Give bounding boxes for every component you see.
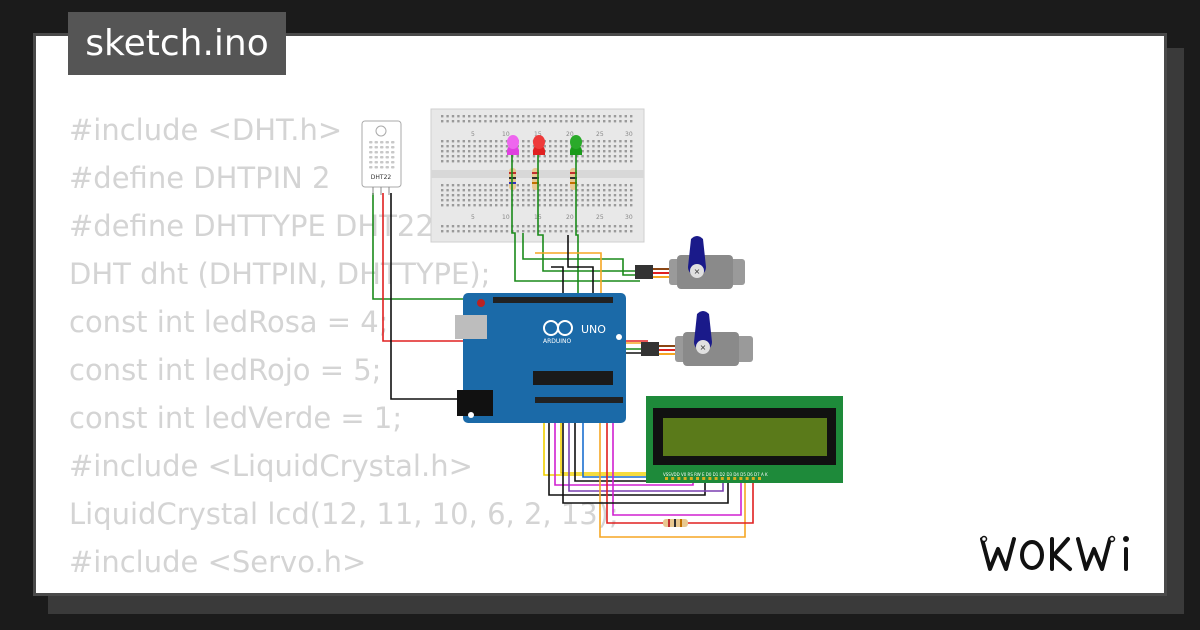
servo-bottom: × [641, 311, 753, 366]
code-line: #include <LiquidCrystal.h> [69, 449, 473, 483]
lcd-pin-labels: VSSVDD V0 RS RW E D0 D1 D2 D3 D4 D5 D6 D… [663, 472, 768, 477]
breadboard-number: 25 [596, 214, 604, 221]
code-line: const int ledVerde = 1; [69, 401, 403, 435]
svg-text:×: × [700, 343, 707, 352]
code-line: const int ledRosa = 4; [69, 305, 389, 339]
breadboard-number: 5 [471, 131, 475, 138]
breadboard-number: 20 [566, 131, 574, 138]
servo-top: × [635, 236, 745, 289]
breadboard-number: 10 [502, 131, 510, 138]
lcd-resistor [663, 519, 688, 527]
code-line: #include <DHT.h> [69, 113, 343, 147]
led-green [570, 135, 582, 155]
code-line: DHT dht (DHTPIN, DHTTYPE); [69, 257, 491, 291]
lcd-display: VSSVDD V0 RS RW E D0 D1 D2 D3 D4 D5 D6 D… [646, 396, 843, 483]
breadboard-number: 15 [534, 131, 542, 138]
breadboard-number: 30 [625, 131, 633, 138]
svg-text:×: × [694, 267, 701, 276]
dht-label: DHT22 [371, 174, 392, 181]
page-title: sketch.ino [68, 12, 286, 75]
code-line: const int ledRojo = 5; [69, 353, 382, 387]
wokwi-logo [980, 535, 1129, 571]
breadboard-number: 20 [566, 214, 574, 221]
breadboard-number: 10 [502, 214, 510, 221]
arduino-model-label: UNO [581, 323, 606, 336]
preview-card: #include <DHT.h> #define DHTPIN 2 #defin… [33, 33, 1167, 596]
dht22-sensor: DHT22 [361, 120, 402, 195]
breadboard-number: 25 [596, 131, 604, 138]
code-line: #include <Servo.h> [69, 545, 367, 579]
code-line: LiquidCrystal lcd(12, 11, 10, 6, 2, 13); [69, 497, 619, 531]
arduino-uno: UNO ARDUINO [455, 293, 626, 423]
breadboard-number: 5 [471, 214, 475, 221]
led-red [533, 135, 545, 155]
circuit-diagram: 5 10 15 20 25 30 5 10 15 20 25 30 [361, 108, 843, 538]
code-line: #define DHTPIN 2 [69, 161, 331, 195]
breadboard-number: 30 [625, 214, 633, 221]
led-pink [507, 135, 519, 155]
arduino-brand-label: ARDUINO [543, 338, 572, 345]
